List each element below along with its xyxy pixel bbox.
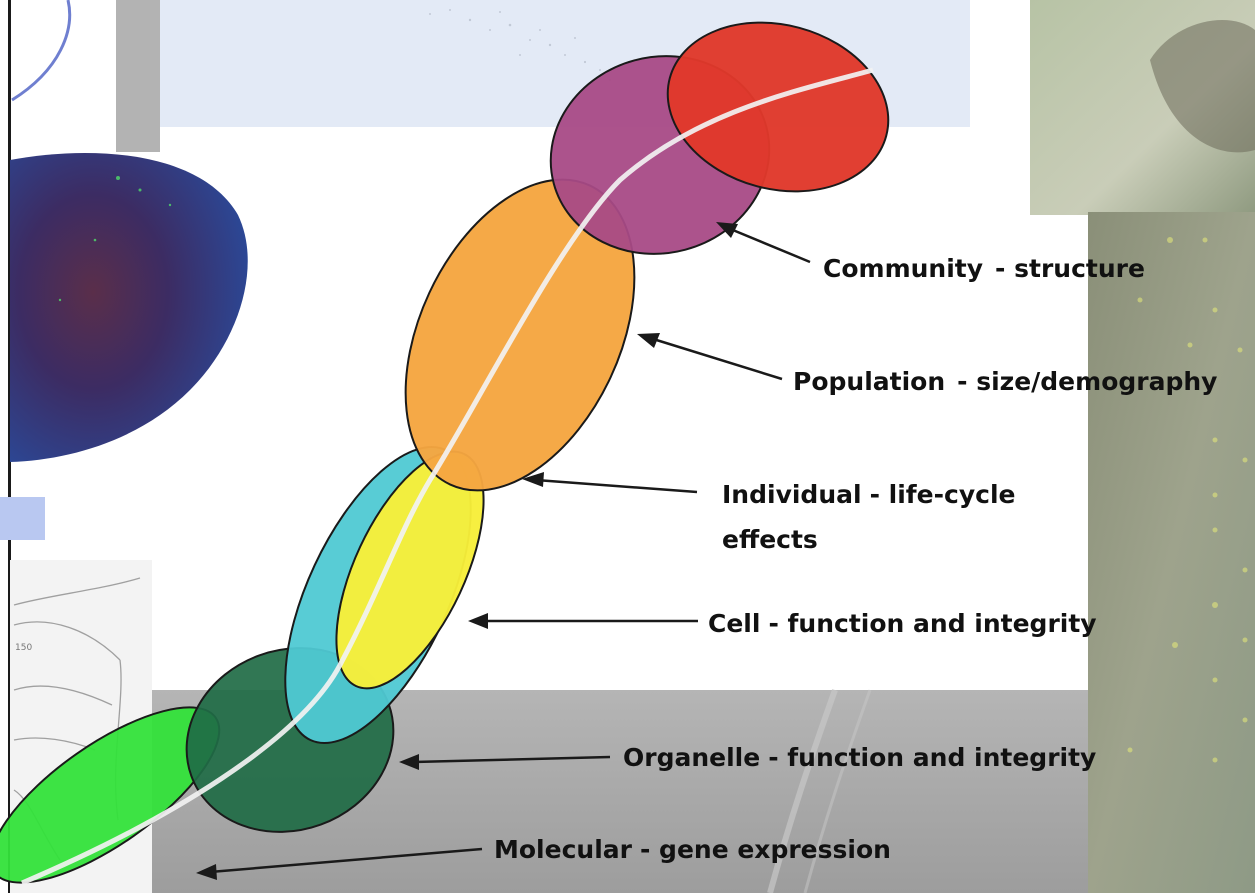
- arrow-community: [716, 222, 810, 262]
- label-organelle: Organelle- function and integrity: [623, 743, 1096, 772]
- label-individual-line2: effects: [722, 525, 818, 554]
- gray-vertical-bar: [116, 0, 160, 152]
- label-individual: Individual- life-cycle: [722, 480, 1015, 509]
- label-cell: Cell- function and integrity: [708, 609, 1097, 638]
- label-molecular: Molecular- gene expression: [494, 835, 891, 864]
- arrow-cell: [468, 613, 698, 629]
- right-green-panel: [1088, 212, 1255, 893]
- blue-arc: [12, 0, 70, 100]
- cell-blob-image: [10, 153, 248, 462]
- scale-tick-label: 150: [15, 643, 32, 653]
- small-blue-tab: [0, 497, 45, 540]
- label-community: Community- structure: [823, 254, 1145, 283]
- arrow-population: [637, 333, 782, 379]
- label-population: Population- size/demography: [793, 367, 1217, 396]
- arrow-individual: [522, 472, 697, 492]
